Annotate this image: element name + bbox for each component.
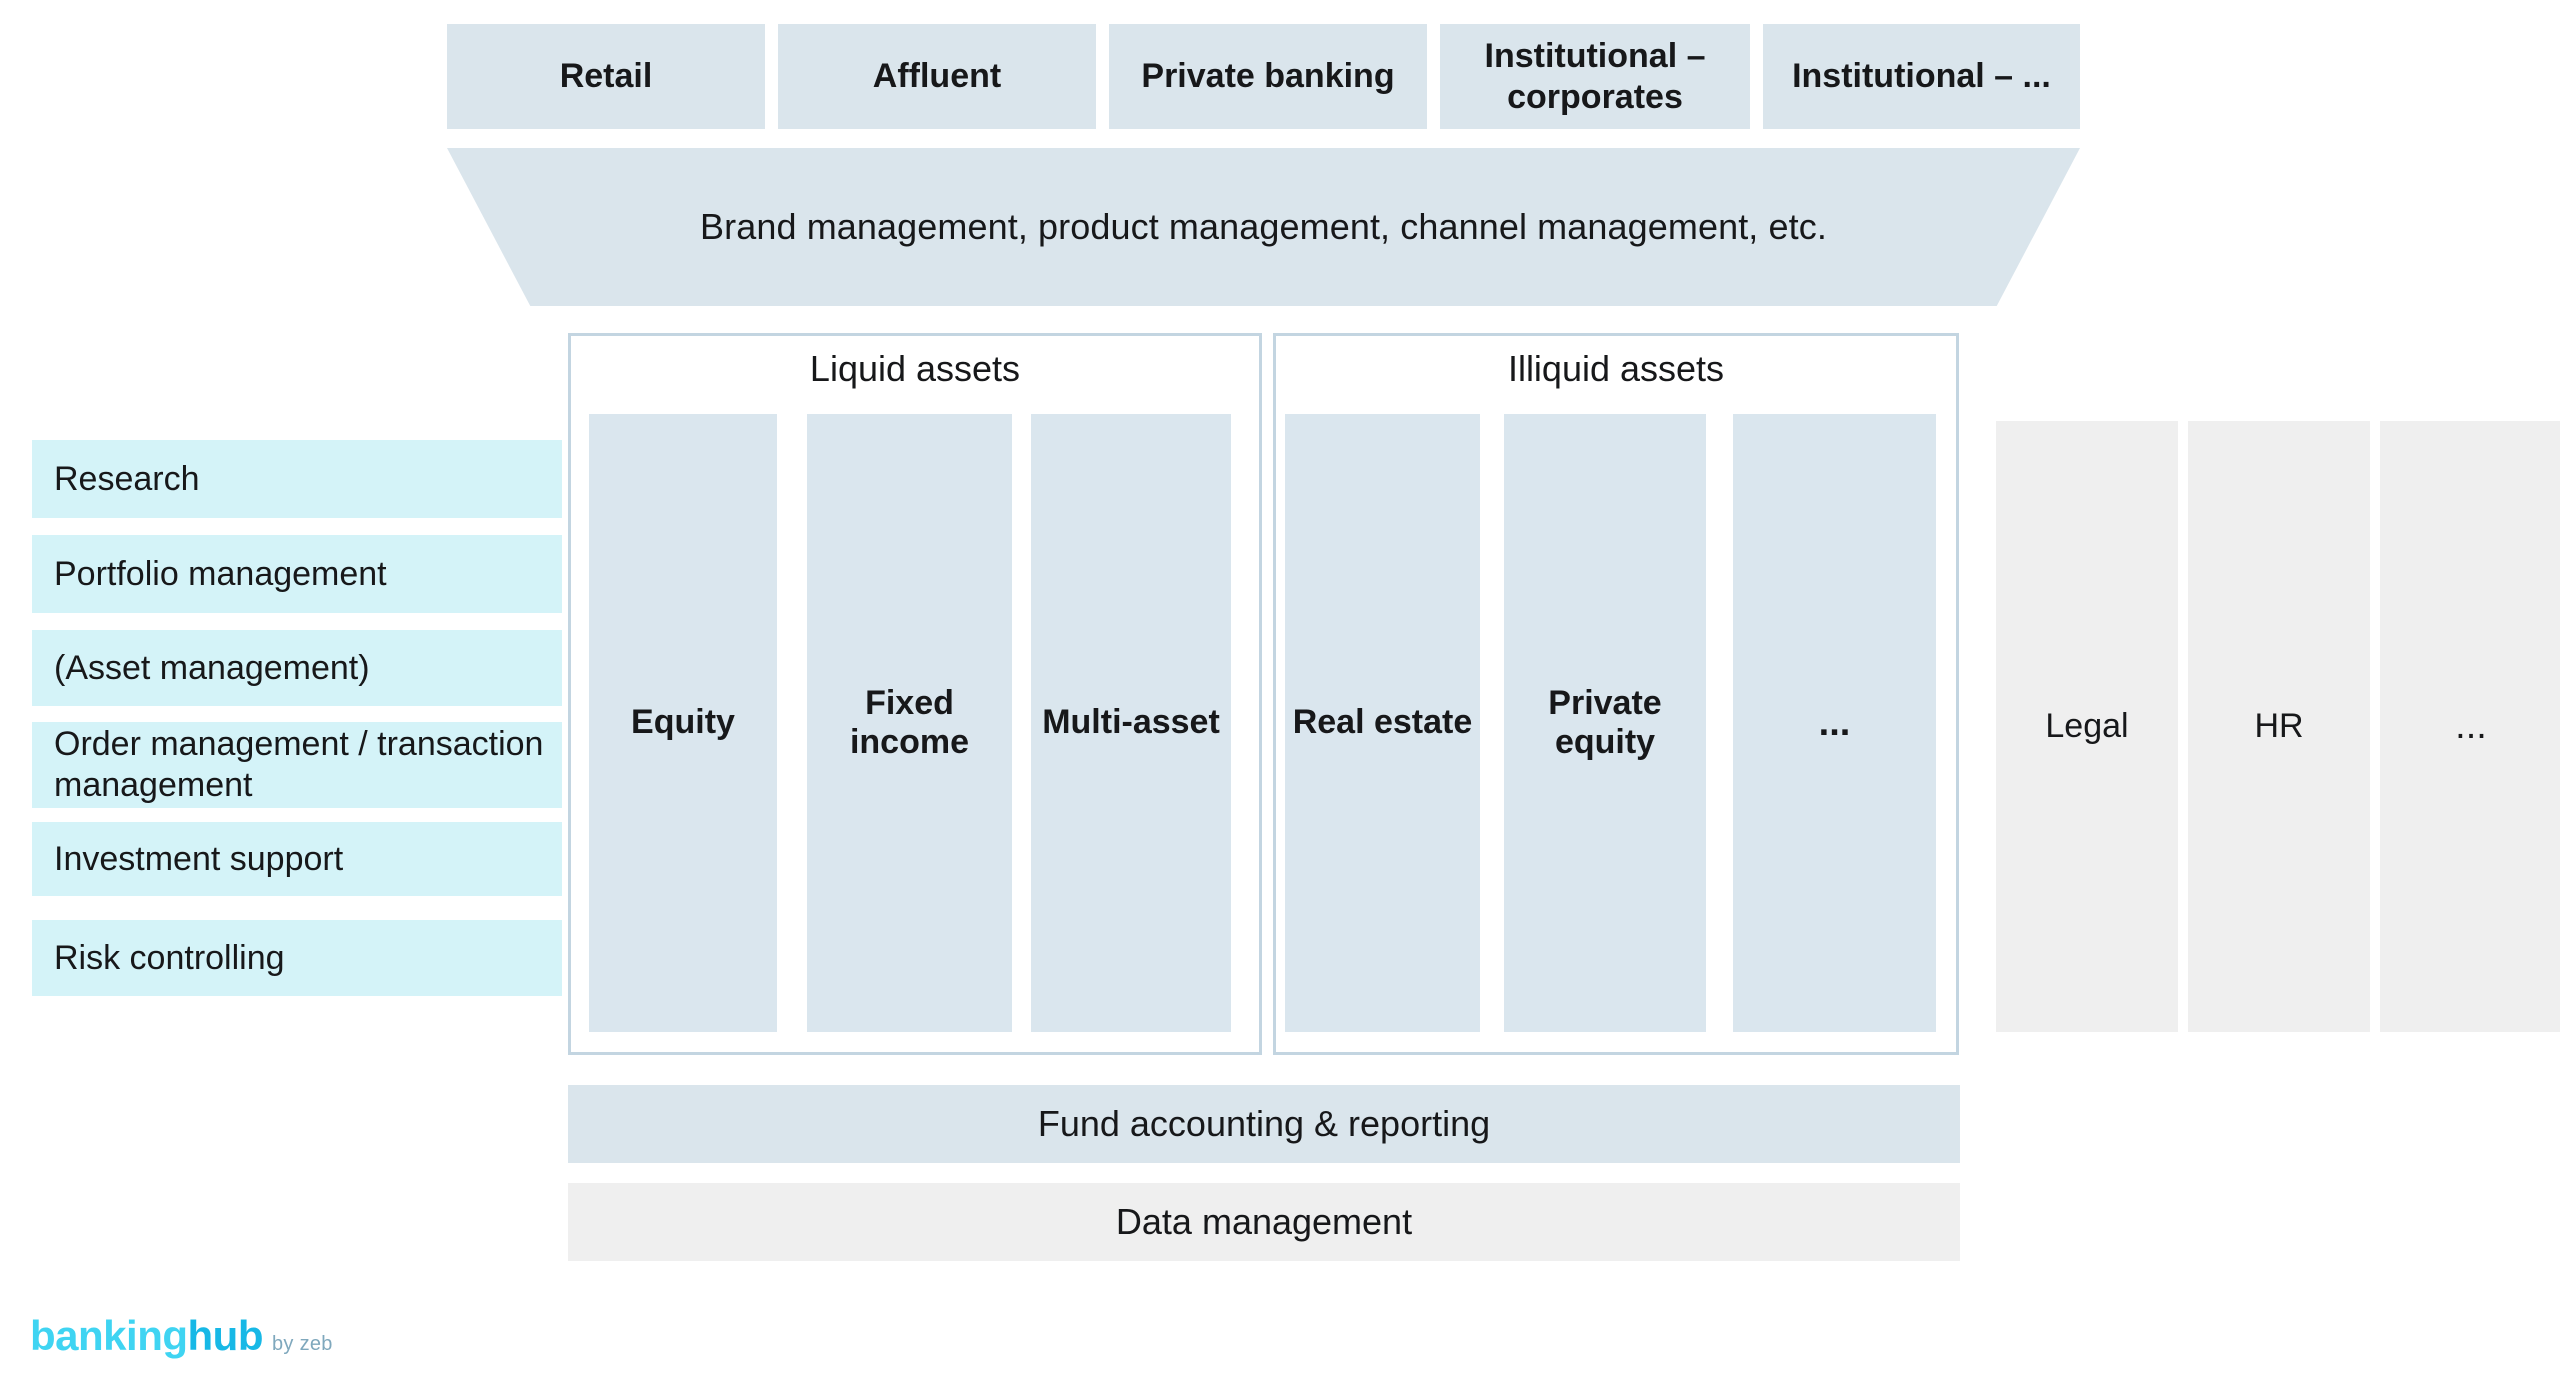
segment-retail[interactable]: Retail xyxy=(447,24,765,129)
asset-column-multi-asset: Multi-asset xyxy=(1031,414,1231,1032)
panel-illiquid-assets xyxy=(1273,333,1959,1055)
segment-institutional-corporates[interactable]: Institutional – corporates xyxy=(1440,24,1750,129)
segment-label: Retail xyxy=(559,57,653,96)
support-label: Legal xyxy=(2045,707,2129,745)
asset-column-equity: Equity xyxy=(589,414,777,1032)
panel-liquid-assets xyxy=(568,333,1262,1055)
support-box-more[interactable]: ... xyxy=(2380,421,2560,1032)
segment-affluent[interactable]: Affluent xyxy=(778,24,1096,129)
segment-private-banking[interactable]: Private banking xyxy=(1109,24,1427,129)
support-label: ... xyxy=(2455,705,2487,747)
capability-label: Portfolio management xyxy=(54,554,387,593)
capability-label: Investment support xyxy=(54,839,344,878)
capability-row-investment-support: Investment support xyxy=(32,822,562,896)
capability-row-research: Research xyxy=(32,440,562,518)
segment-label: Institutional – ... xyxy=(1792,57,2051,96)
support-box-hr[interactable]: HR xyxy=(2188,421,2370,1032)
capability-label: Order management / transaction managemen… xyxy=(54,725,544,804)
asset-column-label: ... xyxy=(1818,701,1851,744)
asset-column-label: Multi-asset xyxy=(1042,703,1220,742)
asset-column-label: Private equity xyxy=(1548,683,1662,761)
logo-hub-text: hub xyxy=(187,1312,264,1359)
asset-column-real-estate: Real estate xyxy=(1285,414,1480,1032)
asset-column-fixed-income: Fixed income xyxy=(807,414,1012,1032)
capability-row-risk-controlling: Risk controlling xyxy=(32,920,562,996)
management-funnel-label: Brand management, product management, ch… xyxy=(447,148,2080,306)
management-funnel-shape xyxy=(447,148,2080,306)
asset-column-label: Fixed income xyxy=(849,683,970,761)
capability-label: Research xyxy=(54,459,200,498)
asset-column-more: ... xyxy=(1733,414,1936,1032)
segment-label: Institutional – corporates xyxy=(1484,37,1706,116)
support-box-legal[interactable]: Legal xyxy=(1996,421,2178,1032)
asset-column-label: Equity xyxy=(631,703,735,742)
panel-title-illiquid-assets: Illiquid assets xyxy=(1507,348,1725,389)
logo-byline-text: by zeb xyxy=(271,1333,333,1355)
capability-row-portfolio-management: Portfolio management xyxy=(32,535,562,613)
support-label: HR xyxy=(2254,707,2304,745)
capability-row-order-transaction-management: Order management / transaction managemen… xyxy=(32,722,562,808)
funnel-text: Brand management, product management, ch… xyxy=(700,206,1827,247)
asset-column-label: Real estate xyxy=(1292,703,1473,742)
segment-institutional-other[interactable]: Institutional – ... xyxy=(1763,24,2080,129)
panel-title-liquid-assets: Liquid assets xyxy=(809,348,1021,389)
segment-label: Affluent xyxy=(872,57,1002,96)
capability-label: (Asset management) xyxy=(54,648,370,687)
asset-column-private-equity: Private equity xyxy=(1504,414,1706,1032)
foundation-bar-data-management[interactable]: Data management xyxy=(568,1183,1960,1261)
capability-row-asset-management: (Asset management) xyxy=(32,630,562,706)
foundation-bar-label: Fund accounting & reporting xyxy=(1037,1103,1491,1144)
capability-label: Risk controlling xyxy=(54,938,285,977)
logo-banking-text: banking xyxy=(30,1312,188,1359)
segment-label: Private banking xyxy=(1141,57,1395,96)
foundation-bar-label: Data management xyxy=(1115,1201,1413,1242)
foundation-bar-fund-accounting[interactable]: Fund accounting & reporting xyxy=(568,1085,1960,1163)
